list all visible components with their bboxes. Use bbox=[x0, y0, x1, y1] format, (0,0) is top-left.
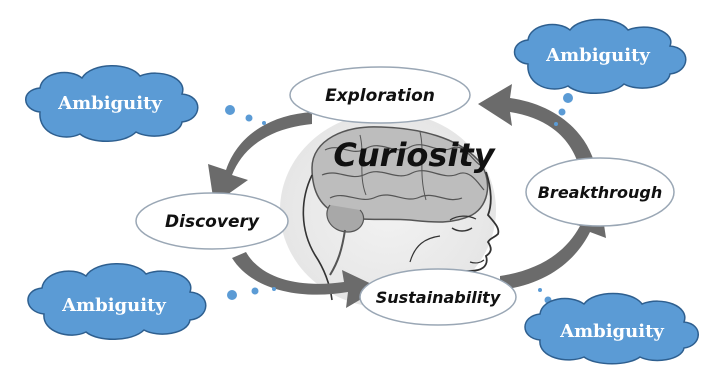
ambiguity-cloud-top-left: Ambiguity bbox=[25, 65, 199, 142]
stage-label: Sustainability bbox=[376, 288, 501, 307]
cloud-label: Ambiguity bbox=[61, 295, 166, 316]
cloud-label: Ambiguity bbox=[559, 321, 664, 342]
stage-label: Discovery bbox=[165, 212, 260, 232]
stage-discovery: Discovery bbox=[135, 192, 289, 250]
ambiguity-cloud-top-right: Ambiguity bbox=[513, 18, 687, 94]
ambiguity-cloud-bottom-right: Ambiguity bbox=[524, 292, 699, 365]
stage-sustainability: Sustainability bbox=[359, 268, 517, 326]
stage-label: Exploration bbox=[325, 86, 435, 106]
diagram-title: Curiosity bbox=[333, 136, 495, 174]
stage-breakthrough: Breakthrough bbox=[525, 157, 675, 227]
cloud-label: Ambiguity bbox=[57, 93, 162, 114]
stage-exploration: Exploration bbox=[289, 66, 471, 124]
stage-label: Breakthrough bbox=[538, 183, 663, 202]
cloud-label: Ambiguity bbox=[545, 45, 650, 66]
ambiguity-cloud-bottom-left: Ambiguity bbox=[27, 263, 207, 340]
